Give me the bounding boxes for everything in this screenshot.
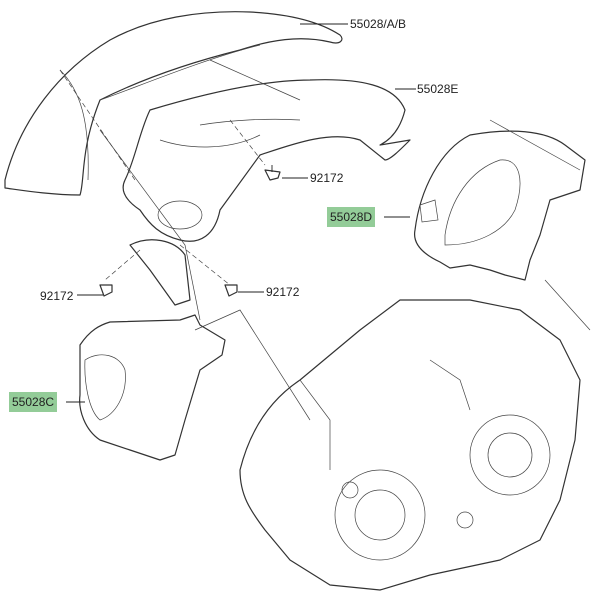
lower-bracket-shape[interactable] bbox=[129, 239, 191, 306]
part-55028e-shape[interactable] bbox=[122, 79, 411, 242]
label-55028e: 55028E bbox=[417, 82, 459, 96]
part-55028d-shape[interactable] bbox=[413, 130, 586, 281]
label-92172-left: 92172 bbox=[40, 289, 74, 303]
screw-92172-shape-1[interactable] bbox=[264, 165, 281, 181]
headlight-assembly-shape[interactable] bbox=[239, 299, 581, 591]
screw-92172-shape-3[interactable] bbox=[224, 284, 238, 297]
part-55028-ab-shape[interactable] bbox=[4, 11, 343, 196]
label-92172-right: 92172 bbox=[266, 285, 300, 299]
screw-92172-shape-2[interactable] bbox=[99, 284, 113, 297]
label-55028c: 55028C bbox=[9, 392, 58, 412]
part-55028c-shape[interactable] bbox=[79, 314, 226, 461]
label-55028d: 55028D bbox=[327, 207, 376, 227]
label-55028-ab: 55028/A/B bbox=[350, 17, 407, 31]
label-92172-top: 92172 bbox=[310, 171, 344, 185]
